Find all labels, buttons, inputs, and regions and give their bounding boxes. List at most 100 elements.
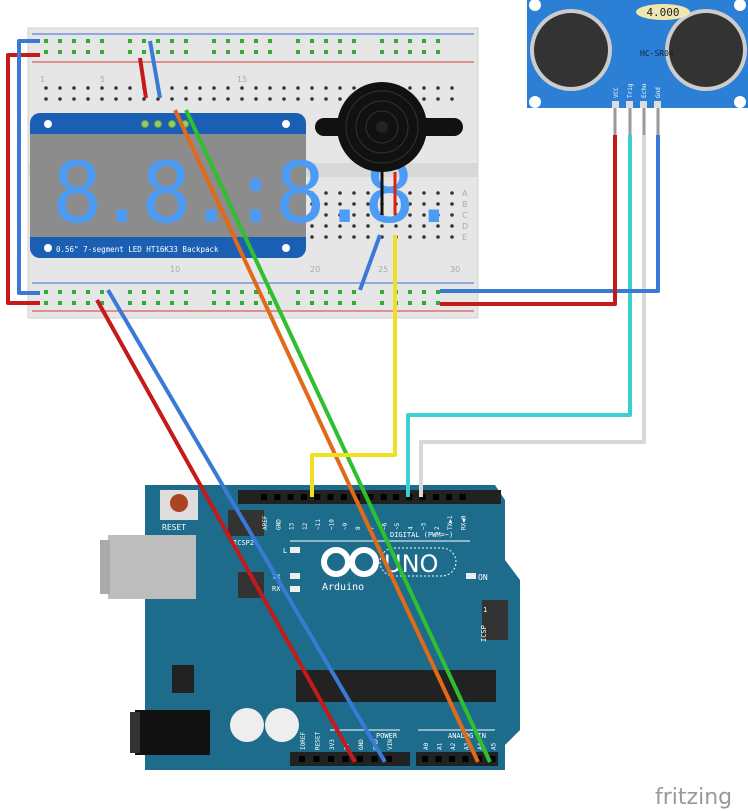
header-pin[interactable] [449, 756, 455, 762]
header-pin[interactable] [313, 756, 320, 762]
led-label-l: L [283, 547, 287, 555]
header-pin[interactable] [371, 756, 378, 762]
pin-label: 12 [302, 522, 309, 530]
wire-yellow-pin12 [310, 235, 397, 497]
wire-red-5v [95, 299, 357, 763]
header-pin[interactable] [446, 494, 453, 500]
col-number: 20 [310, 265, 320, 274]
icsp-pin1-label: 1 [483, 606, 487, 614]
arduino-logo [321, 547, 379, 577]
ultrasonic-sensor: 4.000 HC-SR04 VCC Trig Echo Gnd [527, 0, 748, 135]
header-pin[interactable] [476, 756, 482, 762]
power-label: POWER [376, 732, 398, 740]
header-pin[interactable] [274, 494, 281, 500]
digital-label: DIGITAL (PWM=~) [390, 531, 453, 539]
wire-red-sensor-vcc [440, 135, 617, 306]
pin-label: 4 [407, 526, 414, 530]
row-letter: C [462, 211, 468, 220]
header-pin[interactable] [462, 756, 469, 762]
pin-label: ~5 [394, 522, 401, 530]
header-pin[interactable] [354, 494, 361, 500]
wire-white-echo [419, 135, 646, 497]
wire-blue-buzzer [358, 234, 382, 291]
header-pin[interactable] [342, 756, 349, 762]
header-pin[interactable] [328, 756, 334, 762]
col-number: 25 [378, 265, 388, 274]
pin-label: GND [275, 519, 282, 530]
pin-label-gnd: Gnd [655, 87, 662, 98]
header-pin[interactable] [432, 494, 439, 500]
pin-label: ~11 [315, 519, 322, 530]
header-pin[interactable] [367, 494, 374, 500]
on-led-label: ON [478, 573, 488, 582]
pin-label: 2 [434, 526, 441, 530]
pin-label: 13 [289, 522, 296, 530]
wire-red-left-rail [6, 53, 40, 305]
wire-blue-gnd [106, 288, 387, 764]
pin-label: A0 [423, 742, 430, 750]
pin-label: RX◀0 [461, 515, 468, 530]
pin-label: ~3 [421, 522, 428, 530]
pin-label: A3 [464, 742, 471, 750]
header-pin[interactable] [435, 756, 442, 762]
header-pin[interactable] [300, 494, 307, 500]
crystal-label: 4.000 [646, 6, 679, 19]
header-pin[interactable] [340, 494, 347, 500]
pin-label: A5 [491, 742, 498, 750]
pin-label: AREF [262, 515, 269, 530]
fritzing-logo: fritzing [655, 785, 732, 810]
piezo-buzzer [315, 82, 463, 215]
row-letter: A [462, 189, 468, 198]
header-pin[interactable] [489, 756, 496, 762]
wire-cyan-trig [406, 135, 632, 497]
header-pin[interactable] [380, 494, 387, 500]
pin-label: ~10 [329, 519, 336, 530]
header-pin[interactable] [299, 756, 305, 762]
wires [6, 39, 660, 764]
wire-orange-a4 [173, 109, 480, 763]
reset-button-label: RESET [162, 523, 186, 532]
header-pin[interactable] [327, 494, 334, 500]
header-pin[interactable] [314, 494, 321, 500]
pin-label-echo: Echo [641, 83, 648, 98]
header-pin[interactable] [459, 494, 466, 500]
pin-label: ~9 [342, 522, 349, 530]
col-number: 15 [237, 75, 247, 84]
pin-label: A2 [450, 742, 457, 750]
header-pin[interactable] [287, 494, 294, 500]
wire-blue-left-rail [17, 39, 40, 295]
pin-label: RESET [315, 732, 322, 750]
header-pin[interactable] [261, 494, 267, 500]
wire-blue-short [148, 40, 162, 99]
pin-label: 3V3 [329, 739, 336, 750]
pin-label-vcc: VCC [613, 87, 620, 98]
header-pin[interactable] [422, 756, 428, 762]
pin-label-trig: Trig [627, 83, 634, 98]
pin-label: 8 [355, 526, 362, 530]
row-letter: B [462, 200, 468, 209]
col-number: 1 [40, 75, 45, 84]
wire-red-short [138, 57, 148, 99]
header-pin[interactable] [357, 756, 363, 762]
pin-label: ~6 [382, 522, 389, 530]
wire-green-a5 [184, 109, 492, 763]
led-label-rx: RX [272, 585, 281, 593]
col-number: 5 [100, 75, 105, 84]
pin-label: GND [358, 739, 365, 750]
breadboard-column-numbers: 1 5 10 15 20 25 30 A B C D E [40, 75, 468, 274]
row-letter: E [462, 233, 467, 242]
pin-label: TX▶1 [447, 515, 454, 530]
col-number: 30 [450, 265, 460, 274]
pin-label: A1 [437, 742, 444, 750]
pin-label: IOREF [300, 732, 307, 750]
header-pin[interactable] [393, 494, 399, 500]
sensor-model: HC-SR04 [640, 49, 674, 58]
header-pin[interactable] [386, 756, 392, 762]
icsp2-label: ICSP2 [233, 539, 254, 547]
col-number: 10 [170, 265, 180, 274]
wire-blue-sensor-gnd [440, 135, 660, 293]
